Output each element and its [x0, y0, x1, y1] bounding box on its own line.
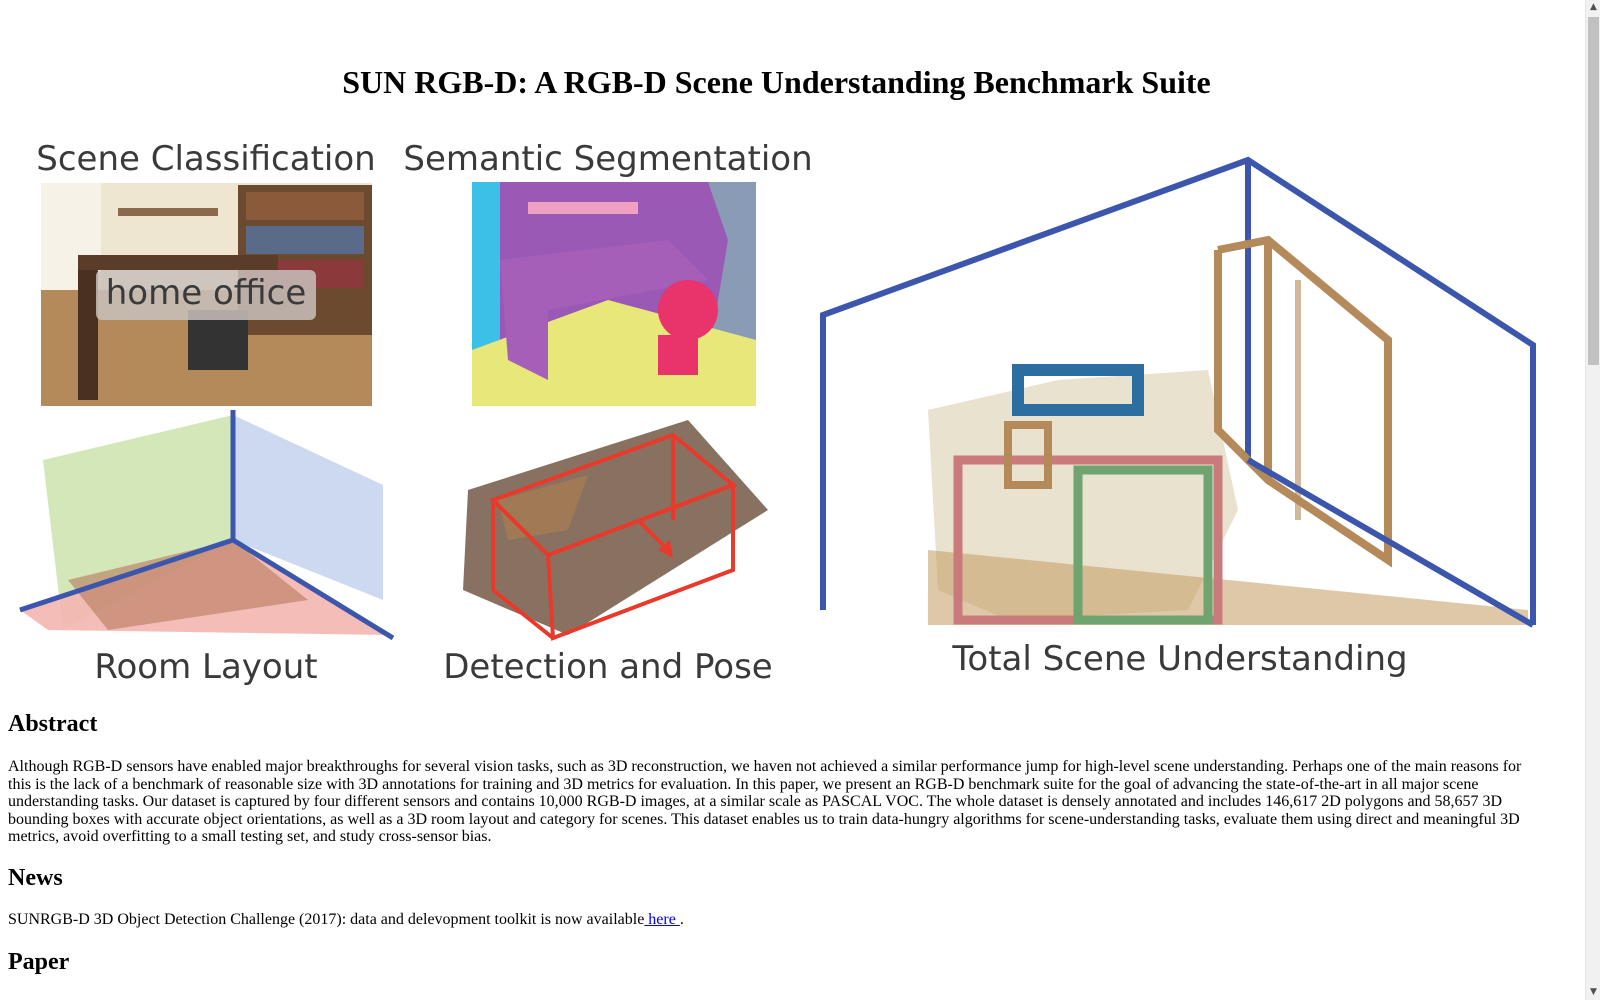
- label-detection-and-pose: Detection and Pose: [443, 647, 772, 687]
- abstract-text: Although RGB-D sensors have enabled majo…: [8, 758, 1522, 846]
- news-here-link[interactable]: here: [644, 911, 680, 928]
- label-scene-classification: Scene Classification: [36, 139, 375, 179]
- label-semantic-segmentation: Semantic Segmentation: [403, 139, 812, 179]
- scroll-down-icon[interactable]: ▼: [1590, 987, 1597, 997]
- vertical-scrollbar[interactable]: ▲ ▼: [1585, 0, 1600, 1000]
- scene-tag: home office: [106, 273, 306, 313]
- scrollbar-thumb[interactable]: [1588, 17, 1599, 365]
- news-trailing: .: [679, 911, 684, 928]
- total-scene-illustration: [820, 156, 1536, 628]
- news-item: SUNRGB-D 3D Object Detection Challenge (…: [8, 911, 684, 929]
- news-heading: News: [8, 865, 63, 891]
- hero-illustration: Scene Classification home office Semanti…: [19, 139, 1536, 687]
- paper-heading: Paper: [8, 949, 70, 975]
- page-title: SUN RGB-D: A RGB-D Scene Understanding B…: [342, 64, 1211, 100]
- label-room-layout: Room Layout: [94, 647, 317, 687]
- room-layout-illustration: [19, 410, 395, 641]
- scene-classification-photo: [41, 183, 372, 406]
- scroll-up-icon[interactable]: ▲: [1590, 2, 1597, 12]
- hero-figure: Scene Classification home office Semanti…: [8, 130, 1553, 700]
- semantic-segmentation-map: [472, 182, 756, 406]
- label-total-scene-understanding: Total Scene Understanding: [951, 639, 1407, 679]
- abstract-heading: Abstract: [8, 711, 98, 737]
- detection-pose-illustration: [463, 420, 768, 641]
- news-text: SUNRGB-D 3D Object Detection Challenge (…: [8, 911, 645, 928]
- page: SUN RGB-D: A RGB-D Scene Understanding B…: [8, 64, 1553, 975]
